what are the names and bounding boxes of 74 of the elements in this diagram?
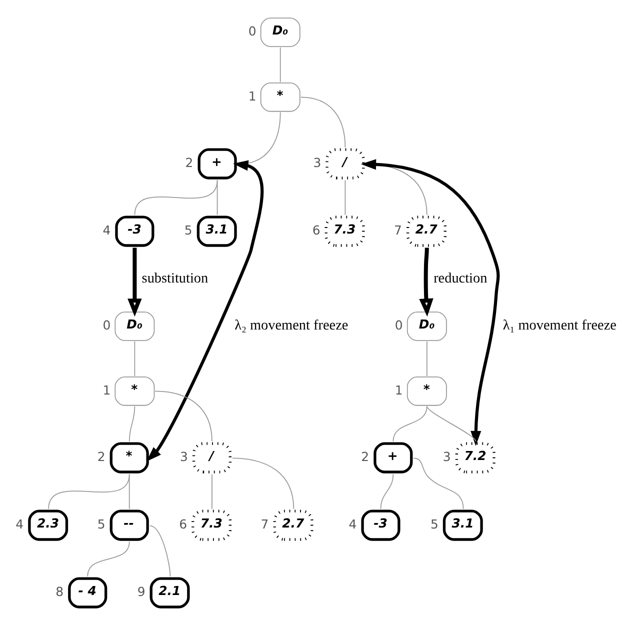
- arrow: [360, 159, 500, 446]
- node-label: 7: [260, 516, 269, 532]
- node-label: 5: [184, 222, 192, 238]
- node-box: /: [192, 442, 232, 474]
- arrow: [146, 160, 264, 462]
- connector: [134, 180, 218, 216]
- node-box: --: [110, 510, 149, 541]
- node-label: 1: [102, 382, 111, 398]
- node-label: 6: [179, 516, 188, 532]
- node-box: +: [374, 442, 413, 474]
- connector: [134, 340, 136, 376]
- node-label: 1: [248, 88, 256, 104]
- node-label: 9: [137, 584, 146, 600]
- connector: [426, 406, 476, 442]
- node-box: 2.7: [406, 216, 446, 247]
- node-box: 3.1: [196, 216, 237, 247]
- node-box: 3.1: [442, 510, 483, 541]
- node-label: 0: [102, 318, 111, 333]
- node-label: 5: [430, 516, 438, 532]
- edge-label: λ₂ movement freeze: [234, 318, 348, 334]
- node-box: D₀: [406, 312, 447, 341]
- connector: [87, 541, 130, 577]
- arrow: [128, 248, 142, 317]
- node-box: D₀: [260, 18, 300, 47]
- node-label: 2: [361, 449, 370, 464]
- node-box: - 4: [68, 577, 108, 608]
- node-box: +: [198, 148, 237, 180]
- connector: [48, 474, 130, 510]
- node-box: -3: [361, 510, 400, 541]
- node-label: 2: [185, 155, 194, 170]
- node-box: 7.3: [324, 216, 365, 247]
- node-label: 6: [312, 222, 320, 238]
- node-box: 2.7: [273, 510, 314, 541]
- node-label: 7: [394, 222, 402, 238]
- node-box: 2.1: [150, 577, 190, 608]
- node-label: 4: [348, 516, 357, 532]
- connector: [128, 474, 130, 510]
- node-label: 3: [442, 449, 451, 464]
- connector: [154, 390, 212, 442]
- connector: [216, 180, 218, 216]
- node-label: 0: [248, 24, 256, 39]
- connector: [300, 96, 346, 148]
- edge-label: substitution: [142, 270, 208, 287]
- edge-label: reduction: [434, 270, 488, 287]
- node-box: *: [114, 376, 155, 406]
- node-label: 0: [394, 318, 403, 333]
- node-box: D₀: [114, 312, 155, 341]
- node-box: -3: [115, 216, 154, 247]
- connector: [380, 474, 394, 510]
- node-label: 3: [180, 449, 188, 464]
- node-label: 1: [394, 382, 403, 398]
- connector: [426, 340, 428, 376]
- node-box: 2.3: [28, 510, 68, 541]
- connector: [128, 406, 136, 442]
- node-label: 8: [56, 584, 64, 600]
- node-label: 4: [102, 222, 111, 238]
- node-label: 3: [313, 155, 322, 170]
- node-label: 2: [97, 449, 106, 464]
- edge-label: λ₁ movement freeze: [502, 318, 616, 334]
- node-box: *: [110, 442, 149, 474]
- connector: [280, 46, 281, 82]
- node-box: *: [260, 82, 300, 112]
- connector: [149, 525, 171, 577]
- node-label: 4: [16, 516, 24, 532]
- connector: [413, 458, 464, 510]
- node-box: 7.3: [192, 510, 232, 541]
- node-box: 7.2: [455, 442, 496, 474]
- node-box: /: [326, 148, 365, 180]
- connector: [232, 458, 294, 510]
- node-label: 5: [97, 516, 106, 532]
- node-box: *: [406, 376, 447, 406]
- arrow: [419, 248, 434, 317]
- connector: [392, 406, 428, 442]
- connector: [344, 180, 346, 216]
